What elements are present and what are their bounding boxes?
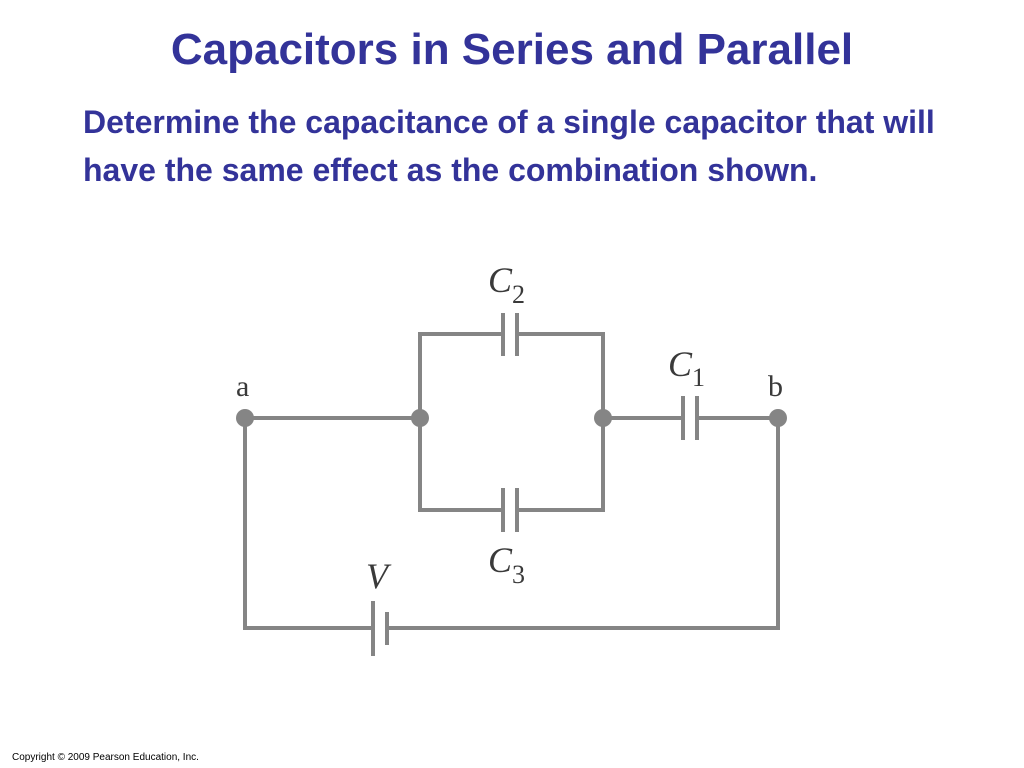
capacitor-c3-label: C3 — [488, 540, 525, 589]
node-right-junction-dot — [594, 409, 612, 427]
node-a-dot — [236, 409, 254, 427]
node-b-label: b — [768, 370, 783, 403]
capacitor-c2-label: C2 — [488, 260, 525, 309]
copyright-notice: Copyright © 2009 Pearson Education, Inc. — [12, 752, 199, 763]
voltage-source-label: V — [366, 556, 392, 596]
node-a-label: a — [236, 370, 249, 403]
capacitor-c3-symbol — [501, 488, 519, 532]
capacitor-c1-symbol — [681, 396, 699, 440]
capacitor-c2-symbol — [501, 313, 519, 356]
problem-prompt: Determine the capacitance of a single ca… — [83, 104, 935, 188]
battery-symbol — [371, 601, 389, 656]
circuit-wires — [243, 332, 780, 630]
node-b-dot — [769, 409, 787, 427]
capacitor-c1-label: C1 — [668, 344, 705, 392]
slide-title: Capacitors in Series and Parallel — [170, 25, 854, 74]
node-left-junction-dot — [411, 409, 429, 427]
